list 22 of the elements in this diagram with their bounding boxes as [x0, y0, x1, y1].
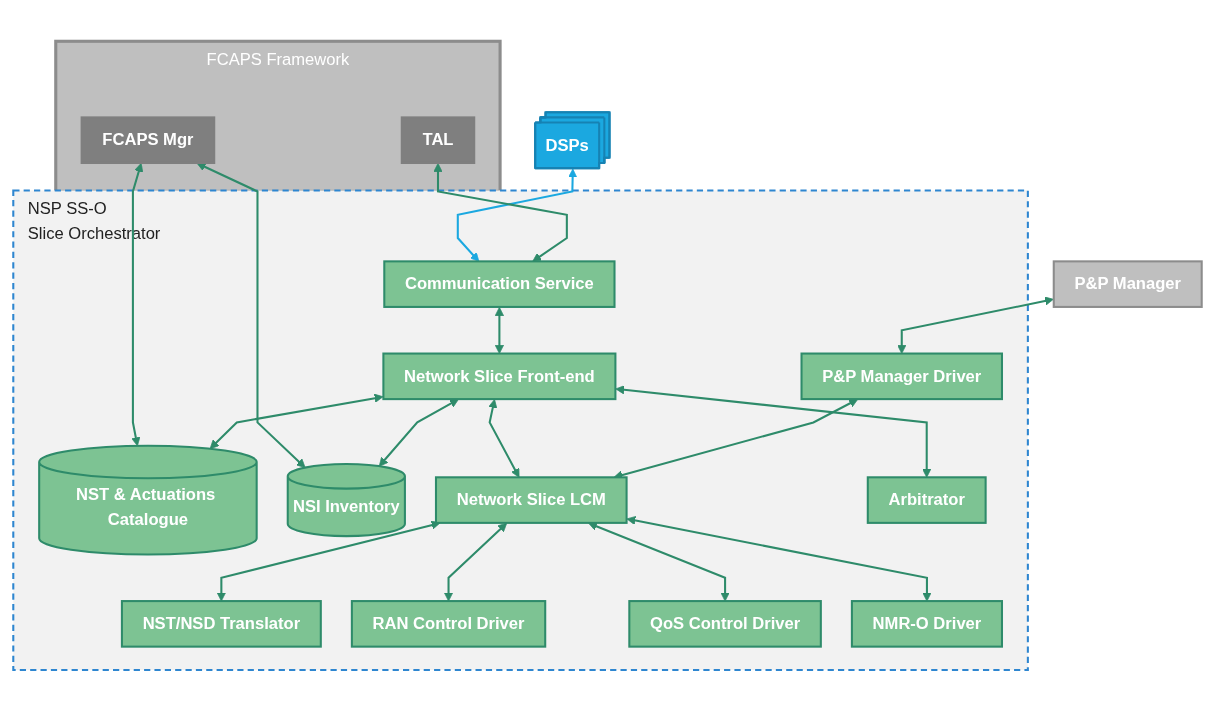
node-box: Network Slice LCM — [434, 476, 628, 524]
arrow — [378, 398, 459, 467]
node-box: P&P Manager Driver — [800, 352, 1003, 400]
arrow — [196, 162, 306, 468]
node-box: NMR-O Driver — [850, 599, 1003, 648]
node-box: NST/NSD Translator — [120, 599, 322, 648]
node-box: FCAPS Mgr — [80, 116, 216, 164]
arrow — [209, 393, 384, 449]
node-box: QoS Control Driver — [628, 599, 822, 648]
arrow — [456, 168, 578, 262]
node-box: Network Slice Front-end — [382, 352, 617, 400]
arrow — [488, 398, 520, 478]
node-box: RAN Control Driver — [350, 599, 547, 648]
node-box: P&P Manager — [1052, 260, 1203, 308]
node-box: TAL — [400, 116, 476, 164]
node-box: Arbitrator — [866, 476, 987, 524]
arrow — [131, 162, 144, 447]
arrow — [433, 162, 568, 262]
arrow — [897, 296, 1054, 354]
arrow — [494, 306, 504, 354]
arrow — [615, 385, 932, 478]
node-box: Communication Service — [383, 260, 616, 308]
